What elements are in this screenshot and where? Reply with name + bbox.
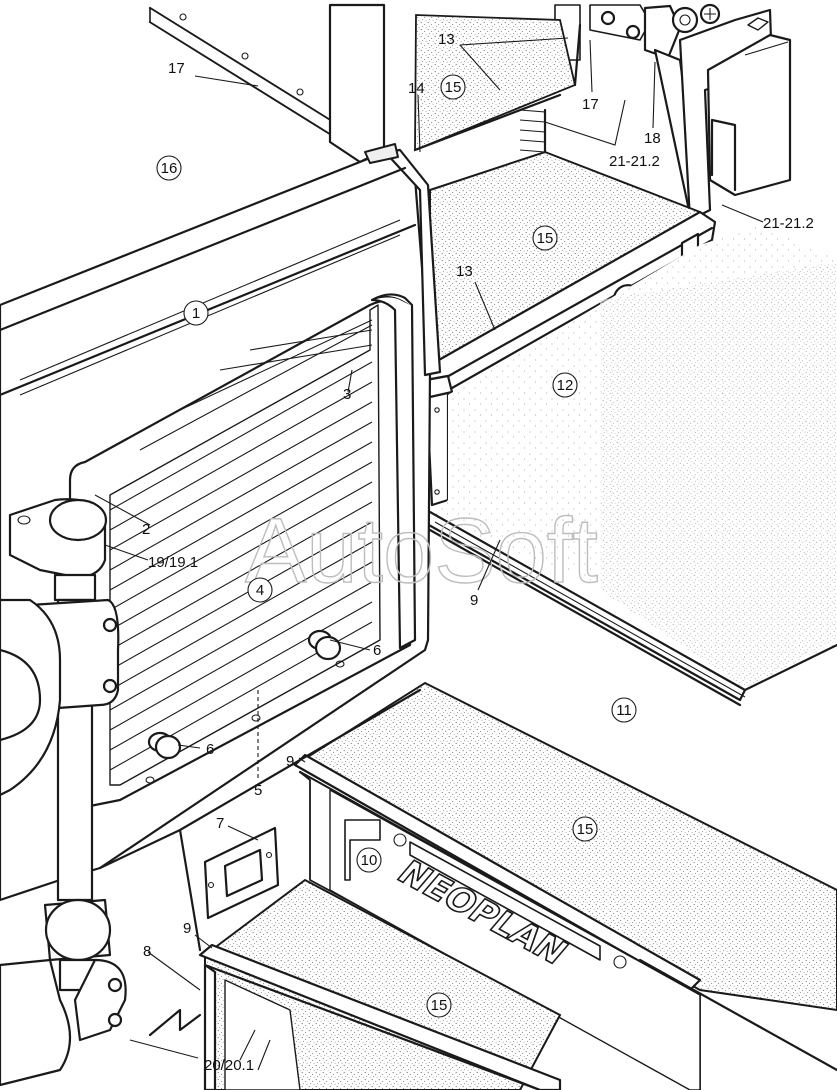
step-lower <box>198 878 562 1090</box>
grab-handle <box>0 498 127 1087</box>
label-19: 19/19.1 <box>148 554 198 571</box>
label-9-floor: 9 <box>470 592 478 609</box>
svg-text:4: 4 <box>256 582 264 599</box>
svg-text:15: 15 <box>537 230 554 247</box>
svg-text:15: 15 <box>577 821 594 838</box>
label-3: 3 <box>343 386 351 403</box>
label-5: 5 <box>254 782 262 799</box>
svg-text:1: 1 <box>192 305 200 322</box>
label-13-middle: 13 <box>456 263 473 280</box>
watermark: AutoSoft <box>245 500 598 602</box>
label-6-left: 6 <box>206 741 214 758</box>
svg-text:12: 12 <box>557 377 574 394</box>
label-2: 2 <box>142 521 150 538</box>
panel-knobs <box>145 629 345 784</box>
louvre-slats <box>109 319 373 771</box>
leader-lines <box>94 37 764 1059</box>
label-21-right: 21-21.2 <box>763 215 814 232</box>
wall-lower-edge <box>98 688 422 1037</box>
label-17-right: 17 <box>582 96 599 113</box>
svg-text:11: 11 <box>616 702 632 719</box>
callout-11: 11 <box>611 697 637 723</box>
callout-16: 16 <box>156 155 182 181</box>
callout-15-top: 15 <box>440 74 466 100</box>
svg-text:15: 15 <box>431 997 448 1014</box>
callout-15-lower: 15 <box>572 816 598 842</box>
label-18: 18 <box>644 130 661 147</box>
label-14: 14 <box>408 80 425 97</box>
svg-text:15: 15 <box>445 79 462 96</box>
callout-10: 10 <box>356 847 382 873</box>
label-17-left: 17 <box>168 60 185 77</box>
label-20: 20/20.1 <box>204 1057 254 1074</box>
label-21-upper: 21-21.2 <box>609 153 660 170</box>
svg-text:10: 10 <box>361 852 378 869</box>
label-6-right: 6 <box>373 642 381 659</box>
door-pillar <box>328 3 386 164</box>
label-9-lower: 9 <box>183 920 191 937</box>
label-9-step: 9 <box>286 753 294 770</box>
upper-step-area <box>413 4 582 202</box>
callout-4: 4 <box>247 577 273 603</box>
step-upper-lower <box>293 681 837 1090</box>
label-8: 8 <box>143 943 151 960</box>
floor <box>430 225 837 692</box>
label-7: 7 <box>216 815 224 832</box>
louvre-panel <box>68 293 417 812</box>
callout-1: 1 <box>183 300 209 326</box>
label-13-top: 13 <box>438 31 455 48</box>
callout-12: 12 <box>552 372 578 398</box>
svg-text:16: 16 <box>161 160 178 177</box>
side-box <box>706 17 792 197</box>
callout-15-middle: 15 <box>532 225 558 251</box>
callout-15-bottom: 15 <box>426 992 452 1018</box>
switch-plate <box>203 826 280 920</box>
